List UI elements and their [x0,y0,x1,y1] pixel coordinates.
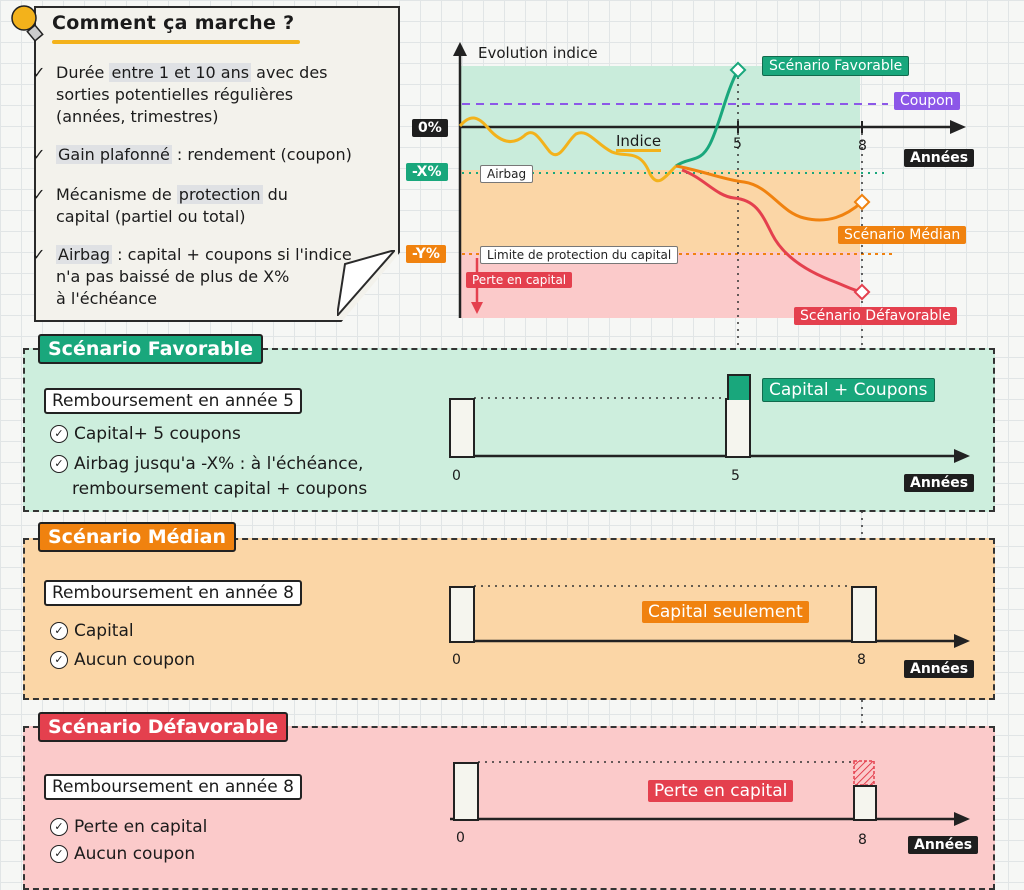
check-circle-icon: ✓ [50,425,68,443]
coupon-label: Coupon [894,92,960,110]
page-fold [337,250,395,316]
zone-orange [460,170,860,252]
unfavorable-tick-0: 0 [456,830,465,846]
y-axis-title: Evolution indice [478,44,598,62]
median-line [675,164,863,222]
median-bullet-2: ✓Aucun coupon [50,647,195,673]
favorable-bullet-2: ✓Airbag jusqu'a -X% : à l'échéance, [50,451,363,477]
check-icon: ✓ [32,145,46,164]
capital-loss-tag: Perte en capital [648,780,794,802]
favorable-tick-5: 5 [731,468,740,484]
capital-coupons-tag: Capital + Coupons [762,378,935,402]
check-circle-icon: ✓ [50,818,68,836]
unfavorable-bullet-2: ✓Aucun coupon [50,841,195,867]
unfavorable-tick-8: 8 [858,832,867,848]
median-bullet-1: ✓Capital [50,618,134,644]
unfavorable-bullet-1: ✓Perte en capital [50,814,207,840]
median-tick-0: 0 [452,652,461,668]
median-panel [23,538,995,700]
info-title: Comment ça marche ? [52,12,295,34]
capital-loss-label: Perte en capital [466,272,573,288]
unfavorable-end-bar [853,785,877,821]
unfavorable-panel [23,726,995,890]
y-axis-arrow [453,42,467,56]
level-x-label: -X% [406,163,448,181]
check-circle-icon: ✓ [50,845,68,863]
lightbulb-icon [11,5,44,42]
favorable-line [675,69,740,168]
info-item-protection: ✓ Mécanisme de protection du capital (pa… [32,185,288,226]
unfavorable-years-label: Années [908,836,979,854]
unfavorable-line [681,168,863,294]
protection-limit-label: Limite de protection du capital [480,246,679,264]
check-circle-icon: ✓ [50,622,68,640]
capital-only-tag: Capital seulement [642,601,809,623]
favorable-tick-0: 0 [452,468,461,484]
favorable-title: Scénario Favorable [38,334,264,364]
index-label: Indice [616,132,662,152]
favorable-bullet-3: remboursement capital + coupons [72,479,368,499]
favorable-panel [23,348,995,512]
favorable-coupon-block [727,374,751,400]
favorable-years-label: Années [904,474,975,492]
median-repay-box: Remboursement en année 8 [44,580,302,606]
level-y-label: -Y% [406,245,446,263]
title-underline [52,40,300,44]
favorable-scenario-label: Scénario Favorable [762,56,910,76]
info-card [34,6,400,322]
check-icon: ✓ [32,245,46,264]
unfavorable-title: Scénario Défavorable [38,712,289,742]
unfavorable-scenario-label: Scénario Défavorable [794,307,957,325]
favorable-start-bar [449,398,475,458]
favorable-bullet-1: ✓Capital+ 5 coupons [50,421,241,447]
tick-year-5: 5 [733,136,742,152]
median-end-bar [851,586,877,643]
unfavorable-repay-box: Remboursement en année 8 [44,774,302,800]
unfavorable-start-bar [453,762,479,821]
median-years-label: Années [904,660,975,678]
loss-hatch-block [853,760,875,786]
median-tick-8: 8 [857,652,866,668]
x-axis-years-label: Années [904,149,975,167]
info-item-duration: ✓ Durée entre 1 et 10 ans avec des sorti… [32,63,328,126]
level-0-label: 0% [412,119,448,137]
median-start-bar [449,586,475,643]
check-circle-icon: ✓ [50,455,68,473]
favorable-repay-box: Remboursement en année 5 [44,388,302,414]
info-item-gain: ✓ Gain plafonné : rendement (coupon) [32,145,352,164]
median-title: Scénario Médian [38,522,236,552]
median-scenario-label: Scénario Médian [838,226,967,244]
x-axis-arrow [950,120,966,134]
check-icon: ✓ [32,63,46,82]
check-icon: ✓ [32,185,46,204]
tick-year-8: 8 [858,138,867,154]
info-item-airbag: ✓ Airbag : capital + coupons si l'indice… [32,245,352,308]
index-line [458,116,678,183]
zone-green [460,66,860,170]
check-circle-icon: ✓ [50,651,68,669]
airbag-label: Airbag [480,165,534,183]
